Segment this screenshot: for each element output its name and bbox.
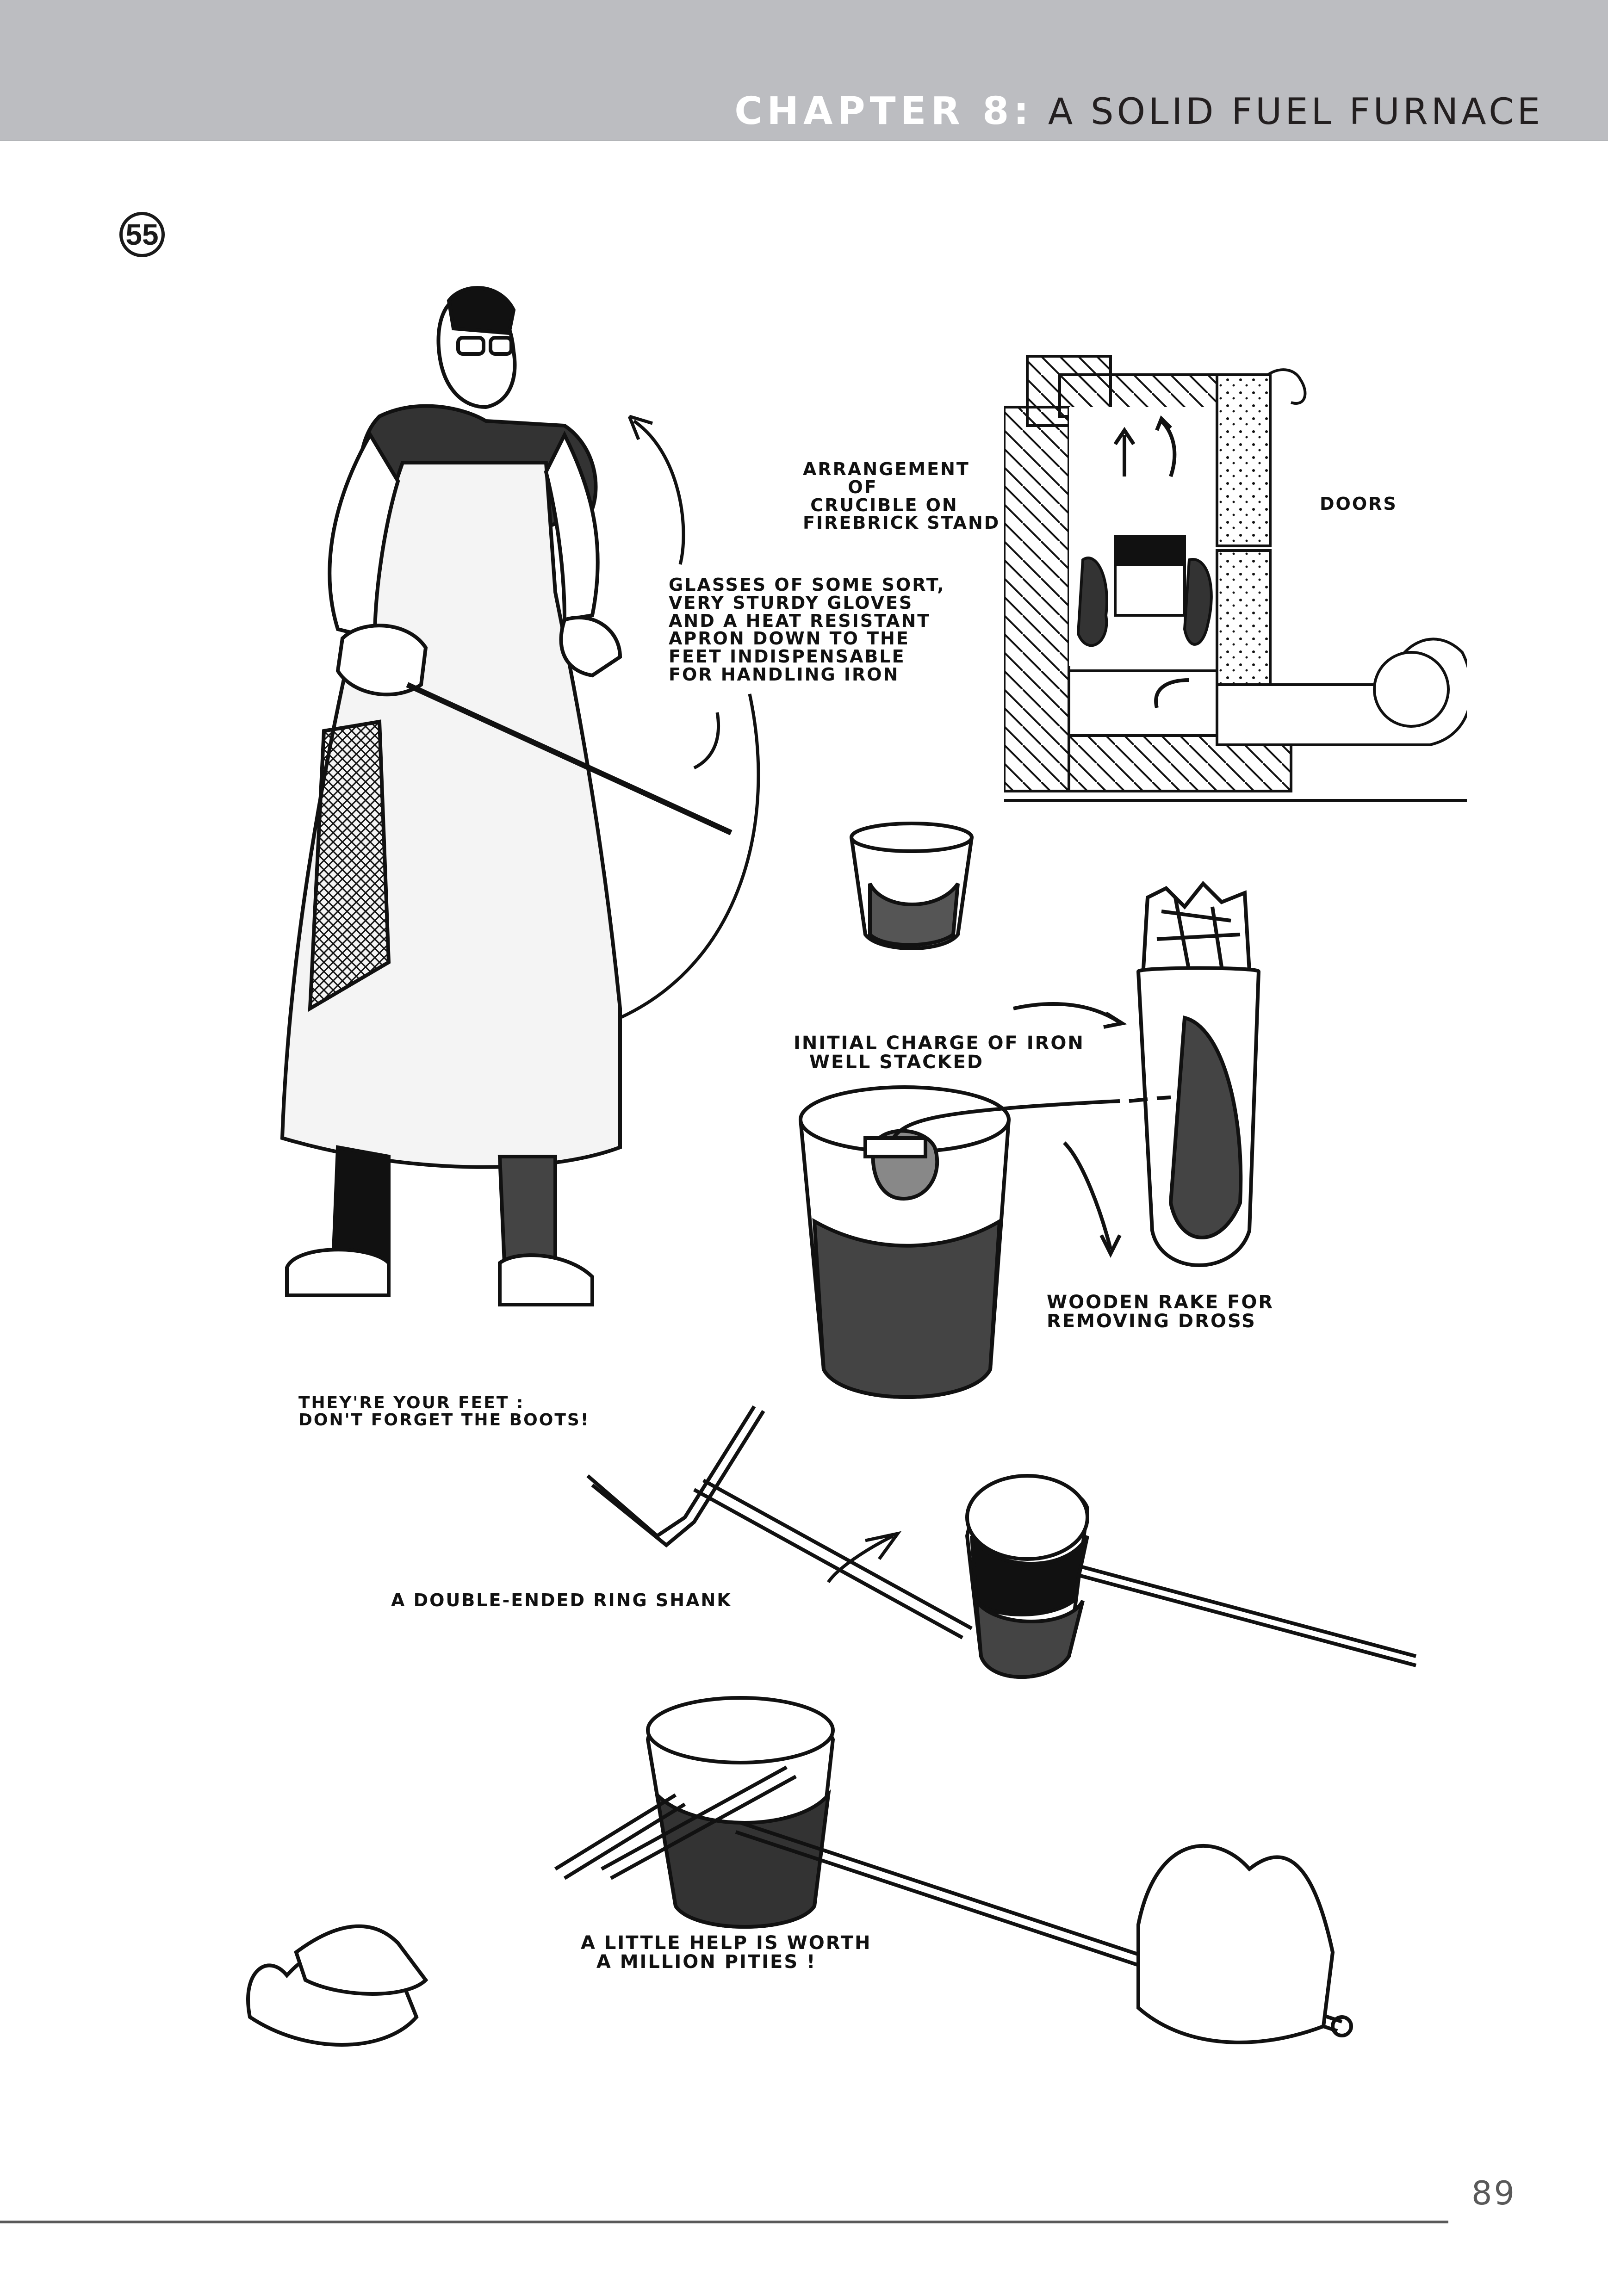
crucible-arrangement-label: ARRANGEMENT OF CRUCIBLE ON FIREBRICK STA… [803,459,1000,533]
initial-charge-label: INITIAL CHARGE OF IRON WELL STACKED [794,1033,1085,1073]
two-person-carry-illustration [246,1696,1353,2047]
boots-label: THEY'RE YOUR FEET : DON'T FORGET THE BOO… [298,1393,590,1430]
safety-gear-label: GLASSES OF SOME SORT, VERY STURDY GLOVES… [669,575,945,685]
chapter-header-bar: CHAPTER 8: A SOLID FUEL FURNACE [0,0,1608,141]
furnace-section-illustration [1004,355,1467,802]
chapter-name: A SOLID FUEL FURNACE [1033,91,1543,133]
initial-charge-arrow [1013,1002,1127,1029]
worker-illustration [280,286,733,1306]
wooden-rake-label: WOODEN RAKE FOR REMOVING DROSS [1047,1292,1274,1332]
held-crucible-illustration [849,822,974,950]
iron-charge-crucible-illustration [1136,881,1261,1267]
ring-shank-label: A DOUBLE-ENDED RING SHANK [391,1590,732,1610]
footer-rule [0,2221,1448,2223]
page-number: 89 [1471,2174,1517,2212]
ring-shank-illustration [586,1405,1417,1679]
doors-label: DOORS [1320,494,1397,514]
figure-number-badge: 55 [119,212,165,257]
chapter-title: CHAPTER 8: A SOLID FUEL FURNACE [734,93,1543,130]
safety-arrows [619,415,760,1020]
little-help-label: A LITTLE HELP IS WORTH A MILLION PITIES … [581,1932,872,1973]
rake-crucible-illustration [798,1085,1171,1399]
chapter-label: CHAPTER 8: [734,89,1034,133]
